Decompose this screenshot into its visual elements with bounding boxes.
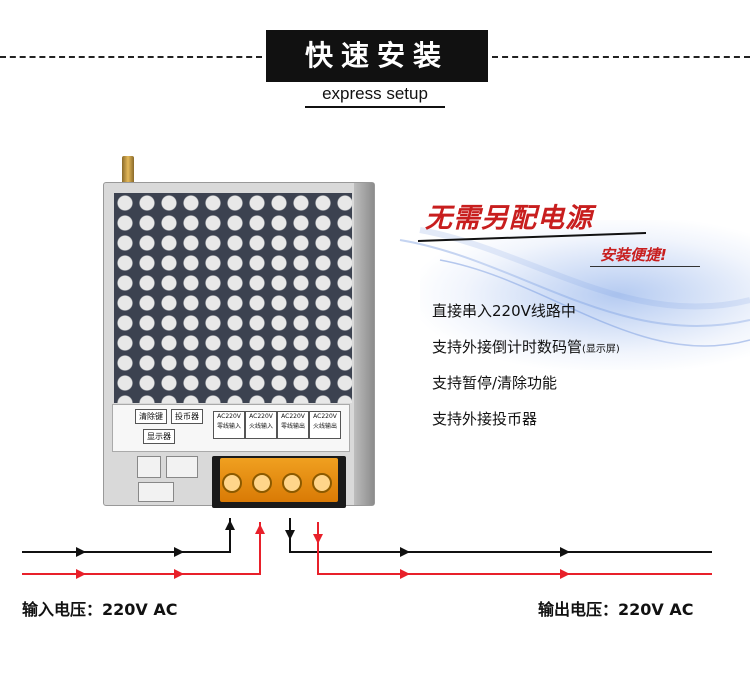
arrow-icon [76,569,86,579]
arrow-icon [255,524,265,534]
terminal-screw [252,473,272,493]
display-label: 显示器 [143,429,175,444]
coin-acceptor-label: 投币器 [171,409,203,424]
slogan-sub: 安装便捷! [600,246,667,264]
device-label-panel: 清除键 投币器 显示器 AC220V 零线输入 AC220V 火线输入 AC22… [112,404,350,452]
wiring-diagram [22,518,712,579]
terminal-screw [222,473,242,493]
arrow-icon [560,569,570,579]
terminal-label-neutral-in: AC220V 零线输入 [213,411,245,439]
slogan-sub-underline [590,266,700,267]
arrow-icon [225,520,235,530]
input-neutral-wire [22,518,231,553]
feature-text: 支持外接投币器 [432,410,538,428]
device-side-edge [354,183,374,505]
terminal-voltage: AC220V [281,413,305,420]
output-live-wire [317,522,712,575]
arrow-icon [174,547,184,557]
input-live-wire [22,522,261,575]
input-voltage-label: 输入电压：220V AC [22,600,178,619]
arrow-icon [560,547,570,557]
page-title: 快速安装 [266,30,488,82]
light-swoosh-background [360,200,750,460]
connector-port-2 [166,456,198,478]
feature-item: 支持暂停/清除功能 [432,372,620,408]
output-voltage-label: 输出电压：220V AC [538,600,694,619]
arrow-icon [313,534,323,544]
terminal-screw [282,473,302,493]
slogan-main: 无需另配电源 [425,203,593,234]
feature-note: (显示屏) [582,344,620,355]
terminal-label-neutral-out: AC220V 零线输出 [277,411,309,439]
feature-text: 支持暂停/清除功能 [432,374,558,392]
header-dashed-line-right [492,56,750,58]
terminal-voltage: AC220V [313,413,337,420]
arrow-icon [285,530,295,540]
feature-text: 直接串入220V线路中 [432,302,576,320]
clear-key-label: 清除键 [135,409,167,424]
feature-text: 支持外接倒计时数码管 [432,338,583,356]
feature-item: 支持外接倒计时数码管(显示屏) [432,336,620,372]
terminal-function: 零线输出 [280,423,305,430]
header-dashed-line-left [0,56,262,58]
terminal-function: 火线输入 [248,423,273,430]
arrow-icon [400,569,410,579]
terminal-voltage: AC220V [217,413,241,420]
feature-list: 直接串入220V线路中 支持外接倒计时数码管(显示屏) 支持暂停/清除功能 支持… [432,300,620,444]
terminal-voltage: AC220V [249,413,273,420]
page-subtitle: express setup [305,84,445,108]
arrow-icon [174,569,184,579]
terminal-label-live-out: AC220V 火线输出 [309,411,341,439]
connector-port-3 [138,482,174,502]
arrow-icon [76,547,86,557]
terminal-function: 零线输入 [216,423,241,430]
feature-item: 直接串入220V线路中 [432,300,620,336]
terminal-label-live-in: AC220V 火线输入 [245,411,277,439]
feature-item: 支持外接投币器 [432,408,620,444]
arrow-icon [400,547,410,557]
terminal-function: 火线输出 [312,423,337,430]
connector-port-1 [137,456,161,478]
output-neutral-wire [289,518,712,553]
timer-device [103,182,375,506]
ventilation-mesh [114,193,352,403]
antenna [122,156,134,186]
terminal-screw [312,473,332,493]
glow-effect [420,220,750,370]
